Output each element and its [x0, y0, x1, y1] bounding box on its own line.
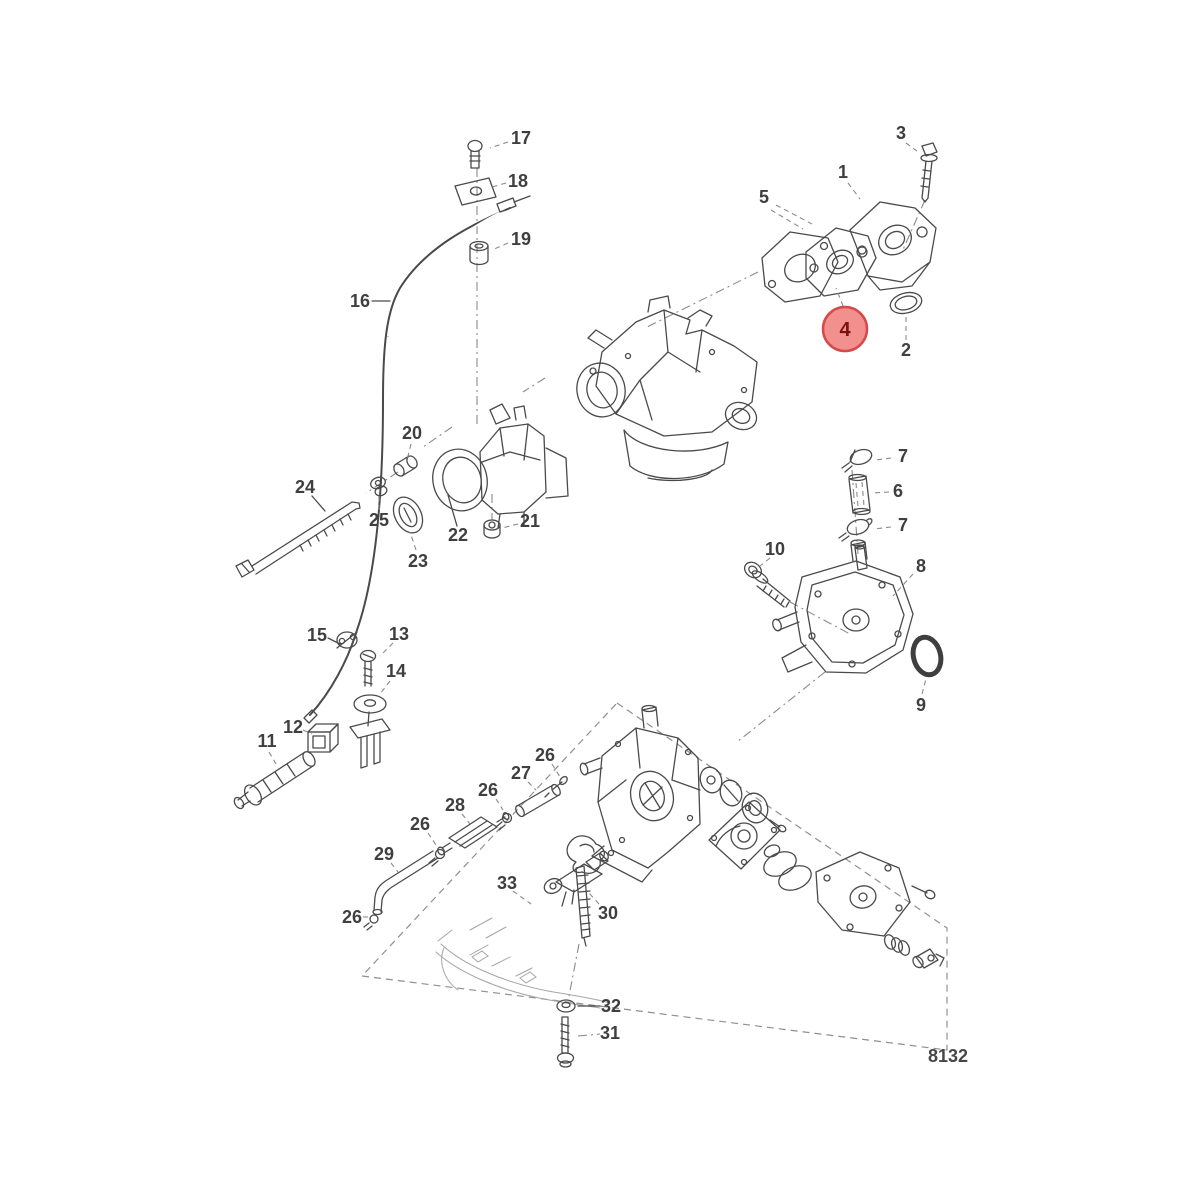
part-32-grommet [556, 999, 576, 1013]
part-9-o-ring [910, 634, 944, 678]
leader-lines [268, 141, 927, 1037]
callout-19: 19 [511, 229, 531, 249]
callout-20: 20 [402, 423, 422, 443]
callout-11: 11 [257, 731, 276, 751]
callout-21: 21 [520, 511, 540, 531]
callout-30: 30 [598, 903, 618, 923]
part-12-connector-block [307, 723, 339, 753]
part-7-clamp-bottom [838, 518, 873, 542]
callout-labels: 1 2 3 5 6 7 7 8 9 10 11 12 13 14 15 16 1… [257, 123, 926, 1043]
callout-16: 16 [350, 291, 370, 311]
part-26-clamp-bottom [363, 914, 379, 931]
callout-26c: 26 [410, 814, 430, 834]
part-10-bolt [743, 561, 791, 608]
part-24-long-bolt [235, 501, 361, 578]
figure-number: 8132 [928, 1046, 968, 1066]
callout-25: 25 [369, 510, 389, 530]
callout-5: 5 [759, 187, 769, 207]
part-14-washer [353, 694, 387, 727]
callout-10: 10 [765, 539, 785, 559]
pump-diaphragm-plate [708, 801, 781, 870]
part-2-o-ring [889, 291, 923, 315]
part-20-bushing [393, 455, 418, 477]
pump-inlet-fitting [854, 544, 868, 571]
highlight-part-number: 4 [839, 319, 851, 341]
callout-29: 29 [374, 844, 394, 864]
mount-bracket [349, 718, 391, 769]
callout-9: 9 [916, 695, 926, 715]
callout-12: 12 [283, 717, 303, 737]
callout-18: 18 [508, 171, 528, 191]
part-22-throttle-body [432, 403, 569, 529]
cowl-sketch [435, 917, 611, 1009]
part-21-nut [483, 519, 501, 539]
callout-7b: 7 [898, 515, 908, 535]
part-17-screw [467, 139, 483, 169]
callout-26d: 26 [342, 907, 362, 927]
callout-4-highlight[interactable]: 4 [821, 305, 869, 353]
callout-23: 23 [408, 551, 428, 571]
part-16-throttle-cable [303, 195, 531, 724]
callout-1: 1 [838, 162, 848, 182]
part-11-tube-grip [233, 751, 316, 810]
part-28-inline-filter [437, 812, 510, 856]
callout-7a: 7 [898, 446, 908, 466]
part-25-nut [370, 476, 388, 497]
part-29-tube [372, 850, 439, 916]
carburetor-body [576, 295, 758, 482]
callout-17: 17 [511, 128, 531, 148]
callout-27: 27 [511, 763, 531, 783]
part-19-nut [469, 240, 489, 266]
callout-6: 6 [893, 481, 903, 501]
part-13-screw [359, 649, 377, 687]
callout-31: 31 [600, 1023, 620, 1043]
part-23-seal-ring [392, 496, 424, 534]
part-6-fuel-filter [848, 473, 871, 516]
callout-26a: 26 [535, 745, 555, 765]
pump-diaphragms [763, 844, 812, 891]
callout-8: 8 [916, 556, 926, 576]
part-4-gasket [805, 227, 877, 297]
part-8-fuel-pump [772, 539, 914, 674]
callout-24: 24 [295, 477, 315, 497]
pump-subassembly-body [579, 704, 701, 883]
part-27-hose [515, 783, 561, 818]
part-7-clamp-top [841, 448, 873, 473]
fuel-pump-subassembly-box [360, 702, 948, 1051]
part-30-valve-assembly [543, 849, 615, 907]
part-18-plate [454, 177, 497, 206]
pump-check-valves [699, 766, 787, 833]
callout-15: 15 [307, 625, 327, 645]
part-31-screw [556, 1016, 575, 1068]
callout-33: 33 [497, 873, 517, 893]
callout-2: 2 [901, 340, 911, 360]
callout-13: 13 [389, 624, 409, 644]
highlight-circle [821, 305, 869, 353]
callout-3: 3 [896, 123, 906, 143]
callout-26b: 26 [478, 780, 498, 800]
callout-22: 22 [448, 525, 468, 545]
callout-32: 32 [601, 996, 621, 1016]
part-3-screw [920, 142, 938, 203]
part-33-primer-valve [566, 835, 606, 947]
part-15-cable-clamp [336, 631, 358, 649]
pump-plug [912, 948, 945, 969]
pump-cover [815, 851, 936, 937]
part-26-clamp-left [428, 848, 446, 867]
assembly-centerlines [365, 168, 926, 997]
pump-spring [883, 934, 911, 956]
callout-28: 28 [445, 795, 465, 815]
part-1-adapter-flange [849, 201, 937, 291]
callout-14: 14 [386, 661, 406, 681]
